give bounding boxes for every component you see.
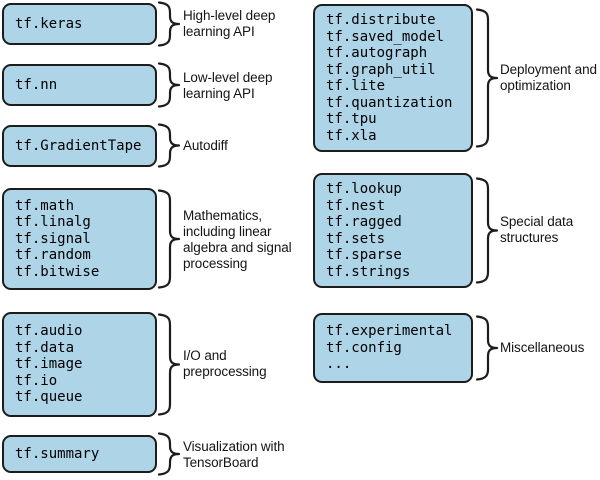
module-name: tf.queue <box>15 389 83 406</box>
module-name: tf.config <box>326 339 402 356</box>
module-box-keras: tf.keras <box>2 3 157 45</box>
label-line: Mathematics, <box>183 208 263 223</box>
label-line: optimization <box>500 78 571 93</box>
module-box-nn: tf.nn <box>2 64 157 106</box>
module-box-special-data: tf.lookup tf.nest tf.ragged tf.sets tf.s… <box>313 173 473 288</box>
module-name: tf.saved_model <box>326 28 445 45</box>
module-name: tf.tpu <box>326 111 377 127</box>
module-name: tf.GradientTape <box>15 137 142 154</box>
module-name: tf.nn <box>15 76 58 93</box>
group-label-misc: Miscellaneous <box>500 340 584 356</box>
module-name: tf.summary <box>15 445 100 462</box>
module-name: ... <box>326 356 352 373</box>
brace-icon <box>157 313 181 416</box>
module-name: tf.sparse <box>326 247 402 263</box>
label-line: Autodiff <box>183 138 228 153</box>
module-name: tf.lite <box>326 78 386 94</box>
label-line: learning API <box>183 86 255 101</box>
brace-icon <box>157 123 181 168</box>
module-box-gradient-tape: tf.GradientTape <box>2 125 157 167</box>
group-label-keras: High-level deep learning API <box>183 8 275 40</box>
module-name: tf.audio <box>15 323 83 340</box>
label-line: Visualization with <box>183 439 285 454</box>
label-line: TensorBoard <box>183 455 259 470</box>
module-name: tf.data <box>15 339 75 356</box>
brace-icon <box>157 62 181 108</box>
module-name: tf.experimental <box>326 323 453 340</box>
group-label-math: Mathematics, including linear algebra an… <box>183 208 292 272</box>
module-name: tf.distribute <box>326 12 436 28</box>
label-line: I/O and <box>183 348 227 363</box>
module-name: tf.lookup <box>326 181 402 197</box>
label-line: processing <box>183 256 248 271</box>
label-line: Miscellaneous <box>500 340 585 355</box>
module-name: tf.random <box>15 247 91 264</box>
module-box-summary: tf.summary <box>2 435 157 473</box>
label-line: including linear <box>183 224 272 239</box>
module-box-deployment: tf.distribute tf.saved_model tf.autograp… <box>313 4 473 152</box>
module-name: tf.image <box>15 356 83 373</box>
module-box-math: tf.math tf.linalg tf.signal tf.random tf… <box>2 188 157 290</box>
module-name: tf.nest <box>326 197 386 214</box>
module-name: tf.quantization <box>326 94 453 111</box>
module-name: tf.ragged <box>326 214 402 230</box>
label-line: preprocessing <box>183 364 267 379</box>
label-line: Deployment and <box>500 62 597 77</box>
label-line: Special data <box>500 214 574 229</box>
group-label-nn: Low-level deep learning API <box>183 70 273 102</box>
module-name: tf.xla <box>326 127 377 144</box>
module-name: tf.math <box>15 197 75 214</box>
module-box-io: tf.audio tf.data tf.image tf.io tf.queue <box>2 312 157 417</box>
module-name: tf.linalg <box>15 214 91 231</box>
module-box-misc: tf.experimental tf.config ... <box>313 313 473 383</box>
brace-icon <box>157 1 181 47</box>
brace-icon <box>475 177 499 284</box>
module-name: tf.io <box>15 372 58 389</box>
module-name: tf.bitwise <box>15 263 100 280</box>
label-line: Low-level deep <box>183 70 273 85</box>
group-label-autodiff: Autodiff <box>183 138 228 154</box>
label-line: algebra and signal <box>183 240 292 255</box>
brace-icon <box>157 432 181 476</box>
group-label-summary: Visualization with TensorBoard <box>183 439 285 471</box>
group-label-special-data: Special data structures <box>500 214 573 246</box>
brace-icon <box>157 189 181 289</box>
group-label-deployment: Deployment and optimization <box>500 62 597 94</box>
label-line: structures <box>500 230 559 245</box>
module-name: tf.autograph <box>326 45 428 61</box>
label-line: High-level deep <box>183 8 276 23</box>
module-name: tf.signal <box>15 230 91 247</box>
brace-icon <box>475 315 499 381</box>
module-name: tf.graph_util <box>326 61 436 78</box>
group-label-io: I/O and preprocessing <box>183 348 267 380</box>
module-name: tf.strings <box>326 263 411 280</box>
module-name: tf.sets <box>326 230 386 247</box>
module-name: tf.keras <box>15 15 83 32</box>
label-line: learning API <box>183 24 255 39</box>
brace-icon <box>475 8 499 148</box>
